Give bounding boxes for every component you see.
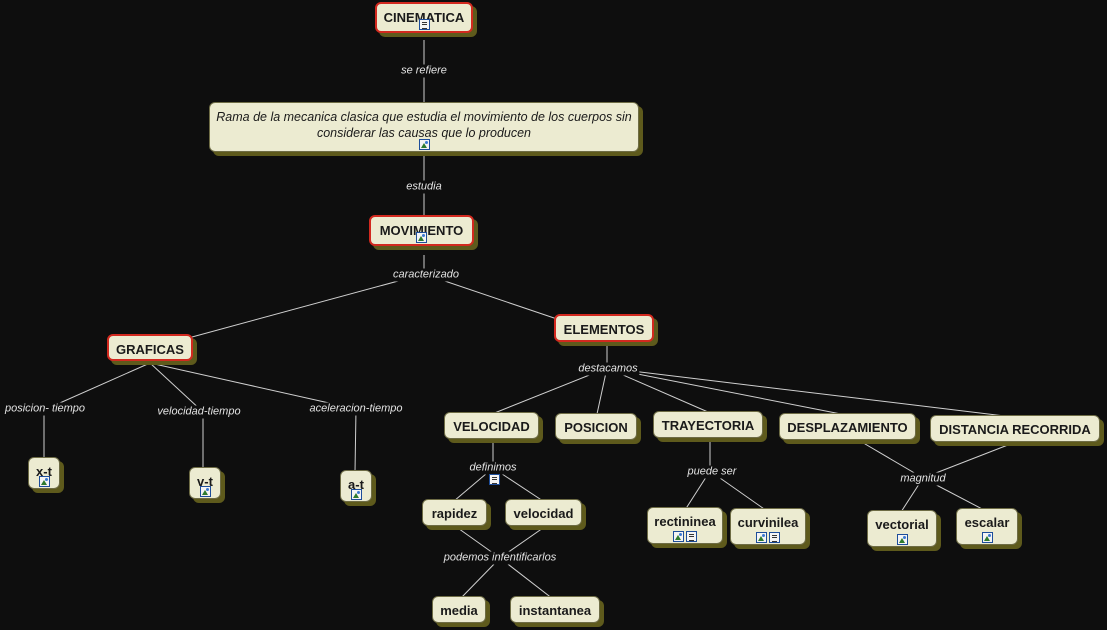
concept-node-velocidad[interactable]: velocidad <box>505 499 582 526</box>
node-label: escalar <box>964 515 1010 530</box>
link-label-se-refiere: se refiere <box>399 64 449 78</box>
document-icon[interactable] <box>686 531 697 542</box>
link-label-destacamos: destacamos <box>576 362 640 376</box>
node-label: v-t <box>197 474 213 489</box>
concept-node-escalar[interactable]: escalar <box>956 508 1018 545</box>
link-label-podemos-infentificarlos: podemos infentificarlos <box>441 551 559 565</box>
link-label-caracterizado: caracterizado <box>390 268 462 282</box>
document-icon[interactable] <box>489 474 500 485</box>
concept-node-a-t[interactable]: a-t <box>340 470 372 502</box>
concept-node-x-t[interactable]: x-t <box>28 457 60 489</box>
image-icon[interactable] <box>416 232 427 243</box>
node-label: TRAYECTORIA <box>661 418 755 433</box>
node-label: x-t <box>36 464 52 479</box>
concept-node-distancia-recorrida[interactable]: DISTANCIA RECORRIDA <box>930 415 1100 442</box>
node-label: GRAFICAS <box>116 342 184 357</box>
concept-node-posicion[interactable]: POSICION <box>555 413 637 440</box>
node-label: MOVIMIENTO <box>379 223 464 238</box>
concept-node-velocidad-element[interactable]: VELOCIDAD <box>444 412 539 439</box>
concept-node-v-t[interactable]: v-t <box>189 467 221 499</box>
concept-node-desplazamiento[interactable]: DESPLAZAMIENTO <box>779 413 916 440</box>
node-label: vectorial <box>875 517 929 532</box>
concept-node-rapidez[interactable]: rapidez <box>422 499 487 526</box>
document-icon[interactable] <box>418 19 430 30</box>
image-icon[interactable] <box>199 486 211 497</box>
link-label-posicion-tiempo: posicion- tiempo <box>2 402 88 416</box>
image-icon[interactable] <box>38 476 50 487</box>
image-icon[interactable] <box>418 139 430 150</box>
concept-node-instantanea[interactable]: instantanea <box>510 596 600 623</box>
link-label-definimos: definimos <box>467 461 519 475</box>
node-label: velocidad <box>513 506 574 521</box>
node-label: curvinilea <box>737 515 799 530</box>
node-label: instantanea <box>518 603 592 618</box>
concept-node-trayectoria[interactable]: TRAYECTORIA <box>653 411 763 438</box>
link-label-aceleracion-tiempo: aceleracion-tiempo <box>307 402 405 416</box>
node-label: POSICION <box>564 420 628 435</box>
concept-node-curvinilea[interactable]: curvinilea <box>730 508 806 545</box>
node-label: a-t <box>348 477 364 492</box>
node-label: ELEMENTOS <box>563 322 645 337</box>
node-label: VELOCIDAD <box>453 419 530 434</box>
concept-node-movimiento[interactable]: MOVIMIENTO <box>369 215 474 246</box>
image-icon[interactable] <box>673 531 684 542</box>
link-label-velocidad-tiempo: velocidad-tiempo <box>155 405 243 419</box>
concept-node-rectininea[interactable]: rectininea <box>647 507 723 544</box>
concept-node-vectorial[interactable]: vectorial <box>867 510 937 547</box>
node-label: media <box>440 603 478 618</box>
image-icon[interactable] <box>981 532 993 543</box>
concept-node-graficas[interactable]: GRAFICAS <box>107 334 193 361</box>
image-icon[interactable] <box>756 532 767 543</box>
document-icon[interactable] <box>769 532 780 543</box>
node-label: rapidez <box>431 506 478 521</box>
node-label: DESPLAZAMIENTO <box>787 420 908 435</box>
image-icon[interactable] <box>350 489 362 500</box>
node-label: Rama de la mecanica clasica que estudia … <box>216 110 632 140</box>
image-icon[interactable] <box>896 534 908 545</box>
concept-node-definition[interactable]: Rama de la mecanica clasica que estudia … <box>209 102 639 152</box>
node-label: rectininea <box>654 514 716 529</box>
concept-node-media[interactable]: media <box>432 596 486 623</box>
link-label-magnitud: magnitud <box>898 472 948 486</box>
concept-node-elementos[interactable]: ELEMENTOS <box>554 314 654 342</box>
concept-node-cinematica[interactable]: CINEMATICA <box>375 2 473 33</box>
node-label: DISTANCIA RECORRIDA <box>939 422 1091 437</box>
node-label: CINEMATICA <box>383 10 465 25</box>
link-label-puede-ser: puede ser <box>685 465 739 479</box>
link-label-estudia: estudia <box>404 180 444 194</box>
